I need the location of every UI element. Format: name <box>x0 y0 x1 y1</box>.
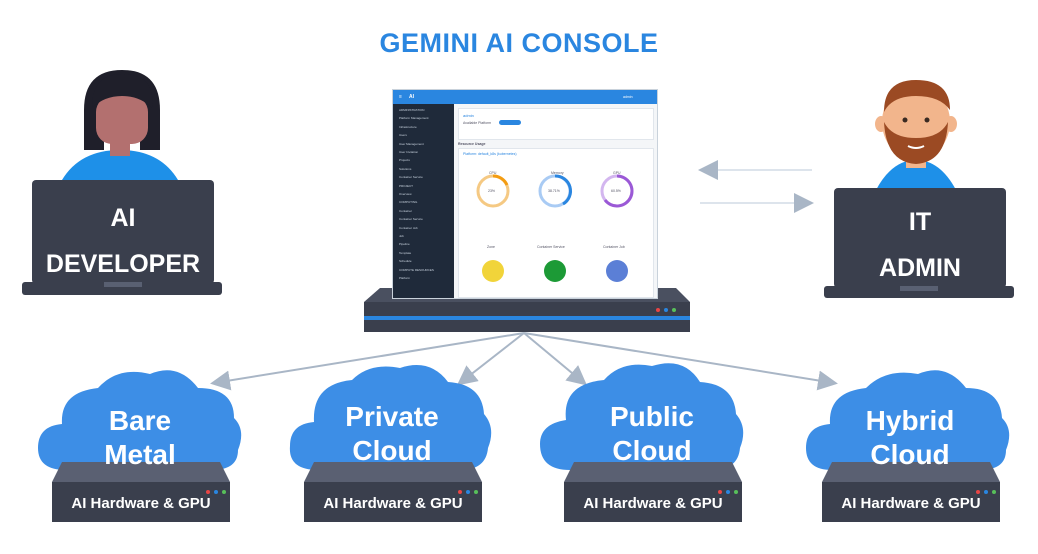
developer-label-line1: AI <box>110 204 136 232</box>
admin-label-line2: ADMIN <box>879 254 961 282</box>
gauge-value: 60.5% <box>611 189 621 193</box>
admin-avatar <box>875 80 957 190</box>
hardware-box-4 <box>822 462 1000 522</box>
arrow-to-private-cloud <box>456 332 525 386</box>
cloud-label-line1: Private <box>345 401 439 432</box>
console-sidebar-item[interactable]: Schedule <box>399 259 412 264</box>
menu-icon[interactable]: ≡ <box>399 94 402 100</box>
welcome-user: admin <box>463 113 474 118</box>
cloud-label-bare-metal: Bare Metal <box>60 404 220 472</box>
page-title: GEMINI AI CONSOLE <box>379 28 659 58</box>
admin-label-line1: IT <box>908 208 932 236</box>
console-sidebar-item[interactable]: Users <box>399 133 407 138</box>
console-sidebar-item[interactable]: Pipeline <box>399 242 410 247</box>
hardware-label: AI Hardware & GPU <box>583 495 723 512</box>
hardware-label: AI Hardware & GPU <box>323 495 463 512</box>
console-sidebar-item[interactable]: Job <box>399 234 404 238</box>
cloud-label-line1: Public <box>609 401 694 432</box>
console-main: admin Available Platform Resource Usage … <box>455 104 657 298</box>
arrow-to-bare-metal <box>210 332 525 391</box>
cloud-label-line1: Hybrid <box>865 405 955 436</box>
zone-label: Container Job <box>603 245 625 249</box>
admin-laptop <box>824 188 1014 298</box>
cloud-public <box>540 363 744 470</box>
hardware-label: AI Hardware & GPU <box>71 495 211 512</box>
cloud-label-line2: Cloud <box>612 435 692 466</box>
arrow-to-public-cloud <box>523 332 588 386</box>
gauge-label: CPU <box>489 171 497 175</box>
welcome-card: admin Available Platform <box>458 108 654 140</box>
console-sidebar-item[interactable]: PROJECT <box>399 183 414 188</box>
developer-avatar <box>62 70 178 180</box>
cloud-label-public: Public Cloud <box>572 400 732 468</box>
console-sidebar-item[interactable]: Container Service <box>399 175 423 180</box>
platform-label: Platform: default_k8s (kubernetes) <box>463 152 517 156</box>
console-user[interactable]: admin <box>623 95 633 99</box>
zone-label: Container Service <box>537 245 565 249</box>
console-sidebar-item[interactable]: Overview <box>399 192 412 196</box>
console-sidebar-item[interactable]: ADMINISTRATION <box>399 108 425 112</box>
cloud-label-line2: Cloud <box>870 439 950 470</box>
console-sidebar-item[interactable]: User Invitation <box>399 150 419 154</box>
console-sidebar-item[interactable]: Platform Management <box>399 116 429 121</box>
gauge-label: Memory <box>551 171 564 175</box>
console-sidebar-item[interactable]: Solutions <box>399 166 412 171</box>
gauge-label: GPU <box>613 171 621 175</box>
cloud-hybrid <box>806 370 1010 470</box>
platform-chip[interactable] <box>499 120 521 125</box>
console-sidebar-item[interactable]: COMPUTE RESOURCES <box>399 267 434 272</box>
developer-label-line2: DEVELOPER <box>45 250 201 278</box>
gauge-value: 38.71% <box>548 189 560 193</box>
hardware-box-1 <box>52 462 230 522</box>
cloud-bare-metal <box>38 370 242 470</box>
cloud-label-private: Private Cloud <box>312 400 472 468</box>
console-screenshot: ≡ AI admin ADMINISTRATION Platform Manage… <box>392 89 658 299</box>
console-sidebar-item[interactable]: Container Job <box>399 225 418 230</box>
console-sidebar-item[interactable]: Projects <box>399 158 410 163</box>
hardware-box-3 <box>564 462 742 522</box>
cloud-label-line1: Bare <box>108 405 172 436</box>
arrow-to-hybrid-cloud <box>523 332 838 391</box>
cloud-label-line2: Cloud <box>352 435 432 466</box>
hardware-box-2 <box>304 462 482 522</box>
resource-usage-heading: Resource Usage <box>458 142 486 146</box>
resource-card: Platform: default_k8s (kubernetes) CPU M… <box>458 148 654 298</box>
console-sidebar-item[interactable]: User Management <box>399 141 424 146</box>
console-charts <box>476 174 634 282</box>
available-platform-label: Available Platform <box>463 121 492 125</box>
console-sidebar-item[interactable]: Template <box>399 250 412 255</box>
cloud-private <box>289 365 492 470</box>
console-sidebar-item[interactable]: COMPUTING <box>399 200 418 205</box>
console-sidebar-item[interactable]: Container Service <box>399 217 423 222</box>
zone-label: Zone <box>487 245 495 249</box>
console-sidebar-item[interactable]: Infrastructure <box>399 124 417 129</box>
console-header: ≡ AI admin <box>393 90 657 104</box>
cloud-label-line2: Metal <box>104 439 176 470</box>
developer-laptop <box>22 180 222 295</box>
hardware-label: AI Hardware & GPU <box>841 495 981 512</box>
cloud-label-hybrid: Hybrid Cloud <box>830 404 990 472</box>
gauge-value: 23% <box>488 189 496 193</box>
console-sidebar-item[interactable]: Container <box>399 208 413 213</box>
console-logo: AI <box>409 94 414 100</box>
console-sidebar-item[interactable]: Platform <box>399 276 411 280</box>
